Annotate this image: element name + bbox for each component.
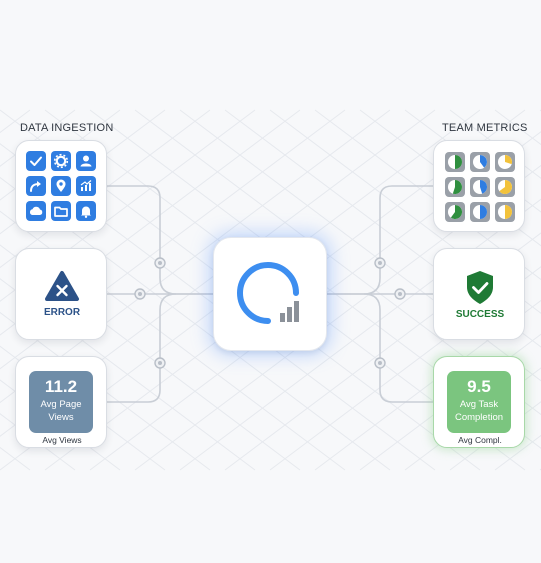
pie-slice: [480, 155, 487, 168]
avg-page-views-box: 11.2 Avg Page Views: [29, 371, 93, 433]
error-card[interactable]: ERROR: [15, 248, 107, 340]
avg-compl-caption: Avg Compl.: [458, 435, 502, 445]
avg-page-views-value: 11.2: [44, 377, 78, 396]
avg-views-card[interactable]: 11.2 Avg Page Views Avg Views: [15, 356, 107, 448]
pie-slice: [505, 205, 512, 219]
avg-task-completion-line2: Completion: [454, 412, 504, 423]
success-label: SUCCESS: [455, 309, 505, 320]
avg-completion-card[interactable]: 9.5 Avg Task Completion Avg Compl.: [433, 356, 525, 448]
warning-triangle-icon: [45, 271, 79, 301]
shield-check-icon: [467, 271, 493, 304]
pie-chart-tile[interactable]: [470, 202, 490, 222]
gear-icon[interactable]: [51, 151, 71, 171]
pie-chart-tile[interactable]: [495, 202, 515, 222]
pie-slice: [452, 180, 462, 194]
avg-views-caption: Avg Views: [42, 435, 82, 445]
pie-chart-tile[interactable]: [445, 152, 465, 172]
team-metrics-title: TEAM METRICS: [442, 122, 528, 134]
check-icon[interactable]: [26, 151, 46, 171]
bell-icon[interactable]: [76, 201, 96, 221]
pie-chart-grid: [445, 152, 515, 222]
pie-chart-tile[interactable]: [495, 152, 515, 172]
avg-task-completion-box: 9.5 Avg Task Completion: [447, 371, 511, 433]
team-metrics-pies-card[interactable]: [433, 140, 525, 232]
location-pin-icon[interactable]: [51, 176, 71, 196]
data-ingestion-title: DATA INGESTION: [20, 122, 114, 134]
pie-chart-tile[interactable]: [445, 202, 465, 222]
pie-chart-tile[interactable]: [470, 152, 490, 172]
pie-slice: [480, 180, 488, 194]
pie-slice: [455, 155, 462, 169]
app-icon-grid: [26, 151, 96, 221]
cloud-icon[interactable]: [26, 201, 46, 221]
pie-slice: [499, 180, 513, 194]
error-label: ERROR: [43, 307, 81, 318]
pie-slice: [505, 155, 513, 165]
avg-page-views-line1: Avg Page: [40, 399, 82, 410]
folder-icon[interactable]: [51, 201, 71, 221]
pie-slice: [480, 205, 487, 219]
user-icon[interactable]: [76, 151, 96, 171]
chart-icon[interactable]: [76, 176, 96, 196]
analytics-hub-card[interactable]: [213, 237, 327, 351]
pie-chart-tile[interactable]: [470, 177, 490, 197]
avg-task-completion-line1: Avg Task: [459, 399, 499, 410]
avg-page-views-line2: Views: [48, 412, 74, 423]
success-card[interactable]: SUCCESS: [433, 248, 525, 340]
pie-chart-tile[interactable]: [445, 177, 465, 197]
data-ingestion-icons-card[interactable]: [15, 140, 107, 232]
avg-task-completion-value: 9.5: [467, 377, 491, 396]
analytics-logo-icon: [237, 262, 299, 324]
pie-slice: [450, 205, 463, 219]
pie-chart-tile[interactable]: [495, 177, 515, 197]
share-icon[interactable]: [26, 176, 46, 196]
